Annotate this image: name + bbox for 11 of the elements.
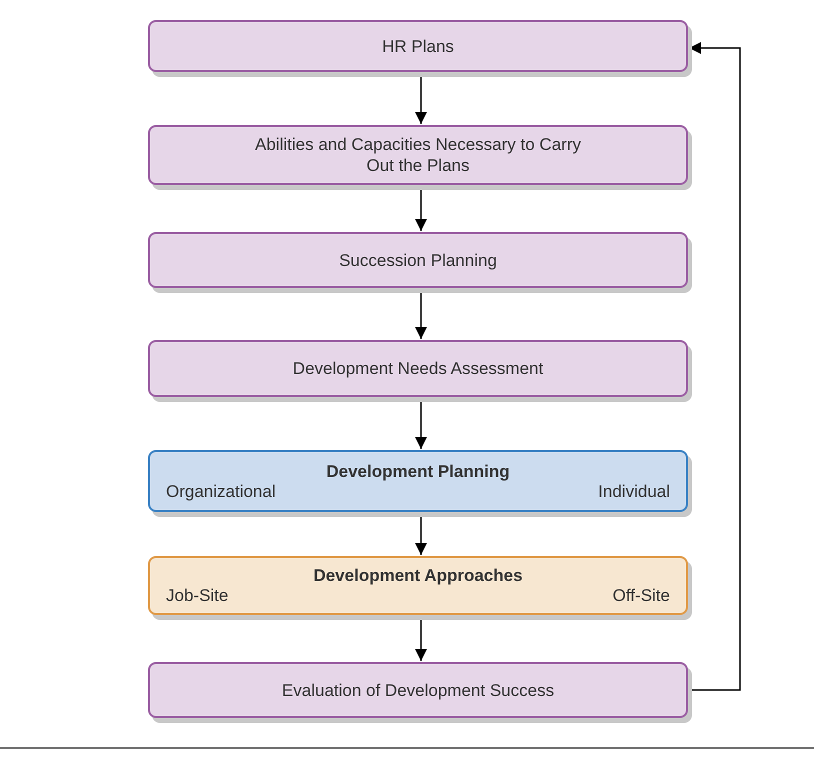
box-label: Succession Planning [338,250,498,270]
box-label: Development Needs Assessment [292,358,544,379]
category-label: Off-Site [612,586,670,606]
category-label: Organizational [166,482,276,502]
category-label: Job-Site [166,586,228,606]
box-heading: Development Approaches [312,565,524,586]
box-label: HR Plans [381,36,455,56]
box-label: Abilities and Capacities Necessary to Carry Out the Plans [254,134,582,176]
box-label: Evaluation of Development Success [280,680,556,700]
box-heading: Development Planning [325,460,511,482]
category-label: Individual [598,482,670,502]
